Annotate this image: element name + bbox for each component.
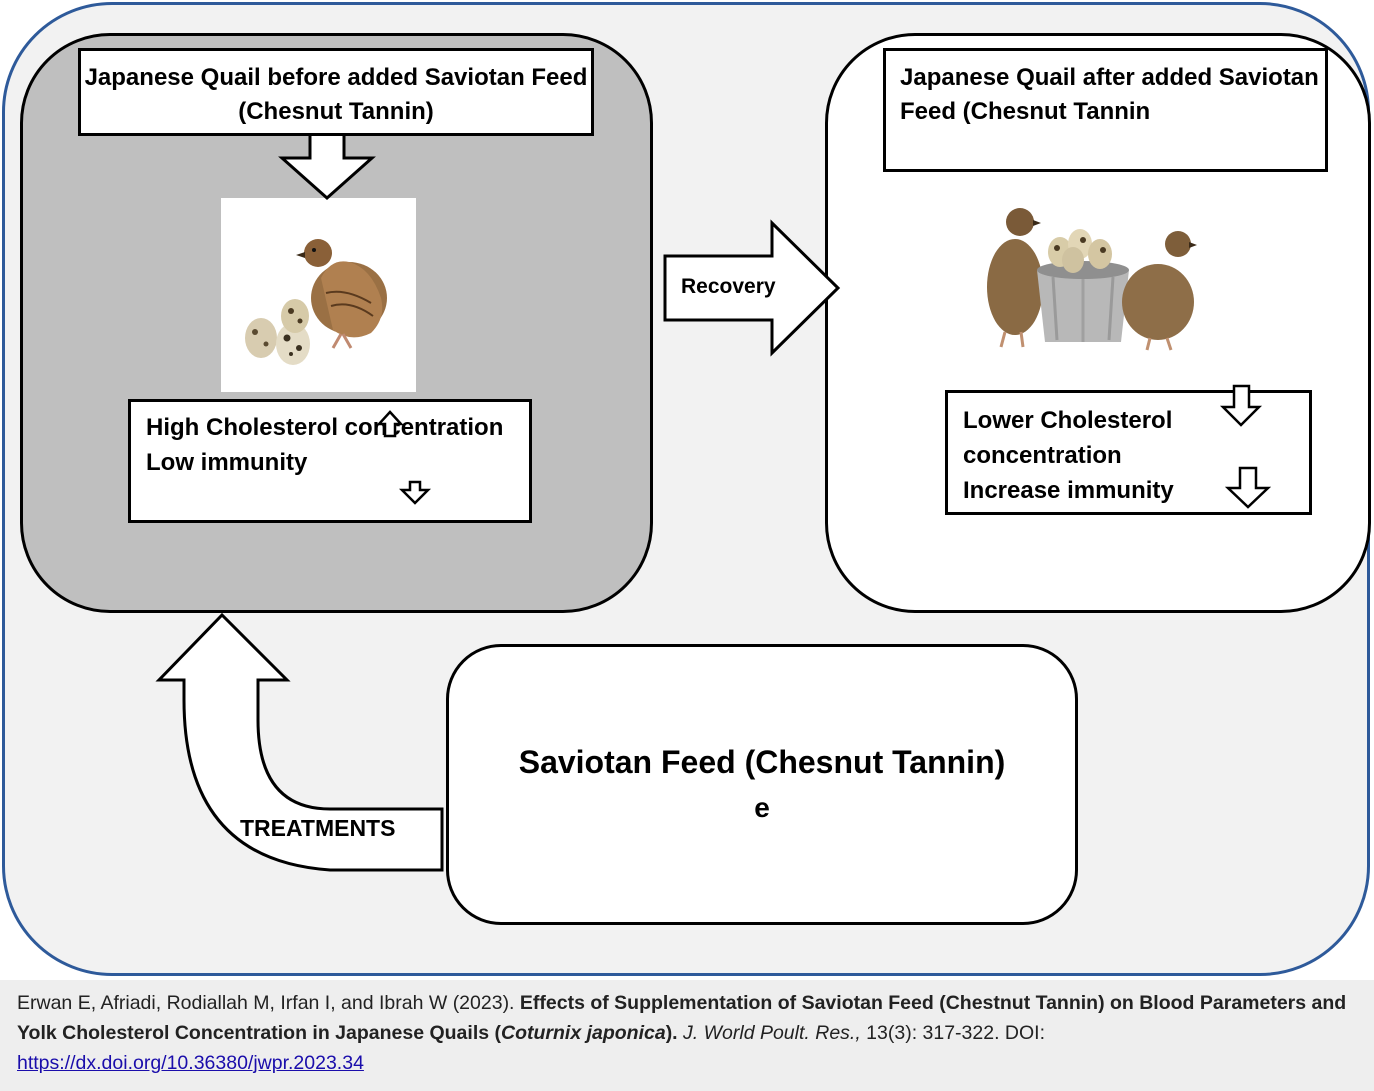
- after-title-box: Japanese Quail after added Saviotan Feed…: [883, 48, 1328, 172]
- before-title-box: Japanese Quail before added Saviotan Fee…: [78, 48, 594, 136]
- bucket-icon: [1037, 229, 1129, 342]
- down-arrow-icon: [398, 480, 432, 505]
- quail-icon: [296, 239, 387, 349]
- after-title-line: Feed (Chesnut Tannin: [900, 98, 1151, 125]
- quail-icon: [1122, 231, 1197, 351]
- citation-block: Erwan E, Afriadi, Rodiallah M, Irfan I, …: [0, 980, 1374, 1091]
- recovery-label: Recovery: [681, 275, 776, 298]
- egg-icon: [281, 299, 309, 333]
- quail-icon: [987, 208, 1043, 348]
- quail-with-eggs-image: [221, 198, 416, 392]
- cholesterol-status-continued: concentration: [963, 442, 1122, 469]
- quails-with-bucket-image: [975, 192, 1215, 362]
- egg-icon: [245, 318, 277, 358]
- treatments-arrow-icon: [155, 612, 444, 872]
- before-status-box: High Cholesterol concentration Low immun…: [128, 399, 532, 523]
- feed-title: Saviotan Feed (Chesnut Tannin): [518, 744, 1006, 780]
- immunity-status: Low immunity: [146, 449, 308, 476]
- egg-icon: [276, 323, 310, 365]
- feed-note: e: [754, 792, 770, 823]
- after-title-line: Japanese Quail after added Saviotan: [900, 64, 1319, 91]
- immunity-status: Increase immunity: [963, 477, 1174, 504]
- down-arrow-icon: [1224, 466, 1272, 509]
- treatments-label: TREATMENTS: [240, 815, 396, 841]
- before-title: Japanese Quail before added Saviotan Fee…: [84, 64, 588, 125]
- citation-journal: J. World Poult. Res.,: [683, 1022, 861, 1044]
- down-arrow-icon: [1219, 384, 1263, 427]
- doi-link[interactable]: https://dx.doi.org/10.36380/jwpr.2023.34: [17, 1052, 364, 1074]
- up-arrow-icon: [376, 410, 404, 438]
- recovery-arrow-icon: [663, 219, 841, 357]
- cholesterol-status: Lower Cholesterol: [963, 407, 1173, 434]
- citation-title: Effects of Supplementation of Saviotan F…: [17, 992, 1347, 1044]
- cholesterol-status: High Cholesterol concentration: [146, 414, 504, 441]
- citation-species: Coturnix japonica: [501, 1022, 666, 1044]
- citation-authors: Erwan E, Afriadi, Rodiallah M, Irfan I, …: [17, 992, 520, 1014]
- feed-box: [446, 644, 1078, 925]
- citation-title-end: ).: [665, 1022, 684, 1044]
- citation-volume: 13(3): 317-322. DOI:: [860, 1022, 1046, 1044]
